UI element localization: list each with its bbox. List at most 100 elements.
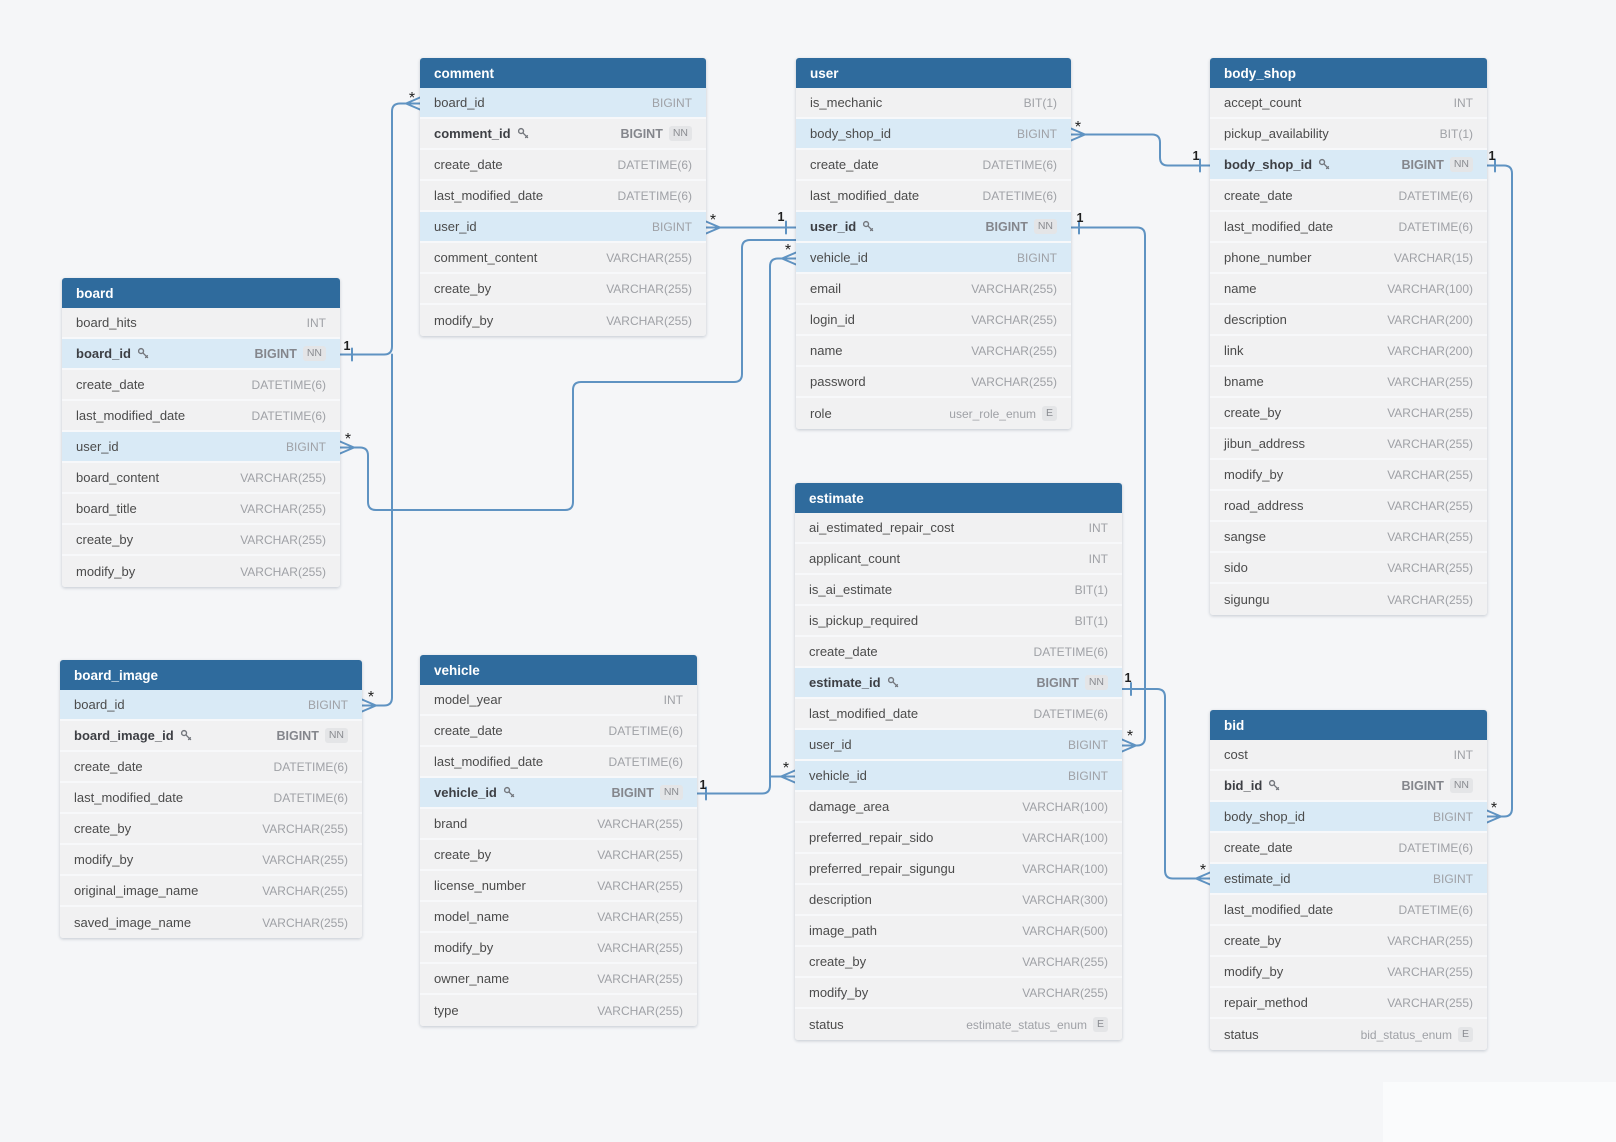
field-type-text: INT xyxy=(1088,551,1108,566)
field-name: bid_id xyxy=(1224,778,1281,793)
table-header-comment[interactable]: comment xyxy=(420,58,706,88)
field-name: name xyxy=(1224,281,1257,296)
table-header-estimate[interactable]: estimate xyxy=(795,483,1122,513)
field-name: is_mechanic xyxy=(810,95,882,110)
table-header-vehicle[interactable]: vehicle xyxy=(420,655,697,685)
field-name: create_by xyxy=(434,847,491,862)
field-type-text: BIGINT xyxy=(1016,250,1057,265)
field-name-text: body_shop_id xyxy=(1224,809,1305,824)
field-type-text: VARCHAR(255) xyxy=(606,313,692,328)
field-type: BIGINT xyxy=(1068,769,1108,783)
field-type-text: VARCHAR(255) xyxy=(1387,995,1473,1010)
relationship-body_shop_id-body_shop-bid[interactable]: 1* xyxy=(1486,149,1513,824)
field-type: VARCHAR(255) xyxy=(1387,530,1473,544)
relationship-line[interactable] xyxy=(1084,133,1211,167)
table-title: vehicle xyxy=(434,662,480,678)
field-name: link xyxy=(1224,343,1244,358)
field-name: bname xyxy=(1224,374,1264,389)
relationship-line[interactable] xyxy=(1070,226,1146,747)
field-name-text: board_image_id xyxy=(74,728,174,743)
relationship-vehicle_id-vehicle-user[interactable]: 1* xyxy=(696,242,797,801)
cardinality-label: 1 xyxy=(1125,671,1132,685)
field-type-text: BIGINT xyxy=(276,728,319,743)
relationship-line[interactable] xyxy=(339,102,407,356)
field-type-text: VARCHAR(255) xyxy=(597,909,683,924)
relationship-line[interactable] xyxy=(1486,164,1513,818)
field-type-text: DATETIME(6) xyxy=(273,790,348,805)
field-name-text: vehicle_id xyxy=(434,785,497,800)
relationship-line[interactable] xyxy=(375,353,393,707)
table-header-user[interactable]: user xyxy=(796,58,1071,88)
table-header-body_shop[interactable]: body_shop xyxy=(1210,58,1487,88)
field-type: VARCHAR(255) xyxy=(1387,499,1473,513)
field-type: VARCHAR(100) xyxy=(1387,282,1473,296)
field-name-text: is_ai_estimate xyxy=(809,582,893,597)
table-header-board_image[interactable]: board_image xyxy=(60,660,362,690)
field-type: VARCHAR(255) xyxy=(1387,437,1473,451)
field-name: name xyxy=(810,343,843,358)
crow-foot-many-marker xyxy=(780,769,796,784)
table-title: estimate xyxy=(809,490,864,506)
field-name-text: description xyxy=(809,892,872,907)
field-name: applicant_count xyxy=(809,551,900,566)
field-type-text: VARCHAR(100) xyxy=(1022,799,1108,814)
field-name: create_by xyxy=(74,821,131,836)
relationship-user_id-user-comment[interactable]: *1 xyxy=(705,210,797,235)
table-title: bid xyxy=(1224,717,1245,733)
field-type: DATETIME(6) xyxy=(1399,189,1473,203)
field-name-text: user_id xyxy=(810,219,857,234)
relationship-line[interactable] xyxy=(353,239,797,511)
field-name-text: create_by xyxy=(434,847,492,862)
field-type-text: VARCHAR(255) xyxy=(1022,985,1108,1000)
field-type: VARCHAR(255) xyxy=(597,879,683,893)
field-name-text: applicant_count xyxy=(809,551,901,566)
field-name-text: body_shop_id xyxy=(1224,157,1313,172)
relationship-line[interactable] xyxy=(1121,688,1197,880)
relationship-line[interactable] xyxy=(696,257,783,795)
field-type: VARCHAR(255) xyxy=(262,853,348,867)
cardinality-label: 1 xyxy=(700,778,707,792)
field-type-text: DATETIME(6) xyxy=(617,188,692,203)
field-type-text: BIGINT xyxy=(307,697,348,712)
field-type: VARCHAR(255) xyxy=(606,282,692,296)
field-type: VARCHAR(255) xyxy=(1022,986,1108,1000)
field-name-text: create_date xyxy=(434,157,503,172)
relationship-board_id-board-comment[interactable]: 1* xyxy=(339,90,421,362)
relationship-user_id-user-board[interactable]: * xyxy=(339,239,797,511)
field-type: VARCHAR(255) xyxy=(597,910,683,924)
field-type-text: VARCHAR(255) xyxy=(1387,560,1473,575)
field-type: VARCHAR(255) xyxy=(606,314,692,328)
field-name-text: create_date xyxy=(76,377,145,392)
relationship-body_shop_id-body_shop-user[interactable]: *1 xyxy=(1070,119,1211,173)
field-type: VARCHAR(15) xyxy=(1394,251,1473,265)
table-header-bid[interactable]: bid xyxy=(1210,710,1487,740)
table-header-board[interactable]: board xyxy=(62,278,340,308)
relationship-estimate_id-estimate-bid[interactable]: 1* xyxy=(1121,671,1211,886)
field-name: description xyxy=(1224,312,1287,327)
relationship-board_id-board-board_image[interactable]: * xyxy=(361,353,393,713)
enum-badge: E xyxy=(1092,1017,1108,1032)
relationship-vehicle_id-vehicle-estimate[interactable]: * xyxy=(769,760,796,784)
relationship-user_id-user-estimate[interactable]: 1* xyxy=(1070,211,1146,753)
